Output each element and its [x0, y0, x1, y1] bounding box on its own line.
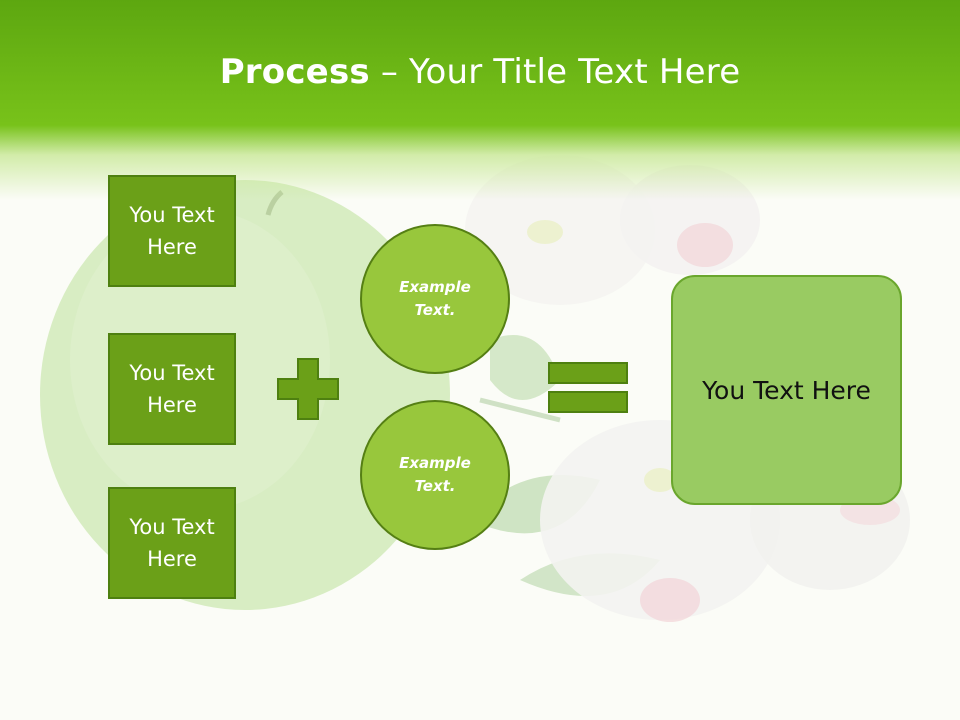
equals-icon	[548, 362, 628, 413]
example-circle-2[interactable]: Example Text.	[360, 400, 510, 550]
plus-icon	[277, 358, 339, 420]
slide-title: Process – Your Title Text Here	[0, 52, 960, 92]
example-circle-1[interactable]: Example Text.	[360, 224, 510, 374]
text-box-1[interactable]: You Text Here	[108, 175, 236, 287]
text-box-1-label: You Text Here	[129, 203, 215, 259]
result-box-label: You Text Here	[702, 375, 871, 405]
text-box-2[interactable]: You Text Here	[108, 333, 236, 445]
example-circle-2-label: Example Text.	[399, 454, 471, 495]
example-circle-1-label: Example Text.	[399, 278, 471, 319]
title-rest: – Your Title Text Here	[369, 52, 741, 92]
text-box-3[interactable]: You Text Here	[108, 487, 236, 599]
result-box[interactable]: You Text Here	[671, 275, 902, 505]
text-box-3-label: You Text Here	[129, 515, 215, 571]
title-bar	[0, 0, 960, 200]
title-bold: Process	[219, 52, 370, 92]
text-box-2-label: You Text Here	[129, 361, 215, 417]
